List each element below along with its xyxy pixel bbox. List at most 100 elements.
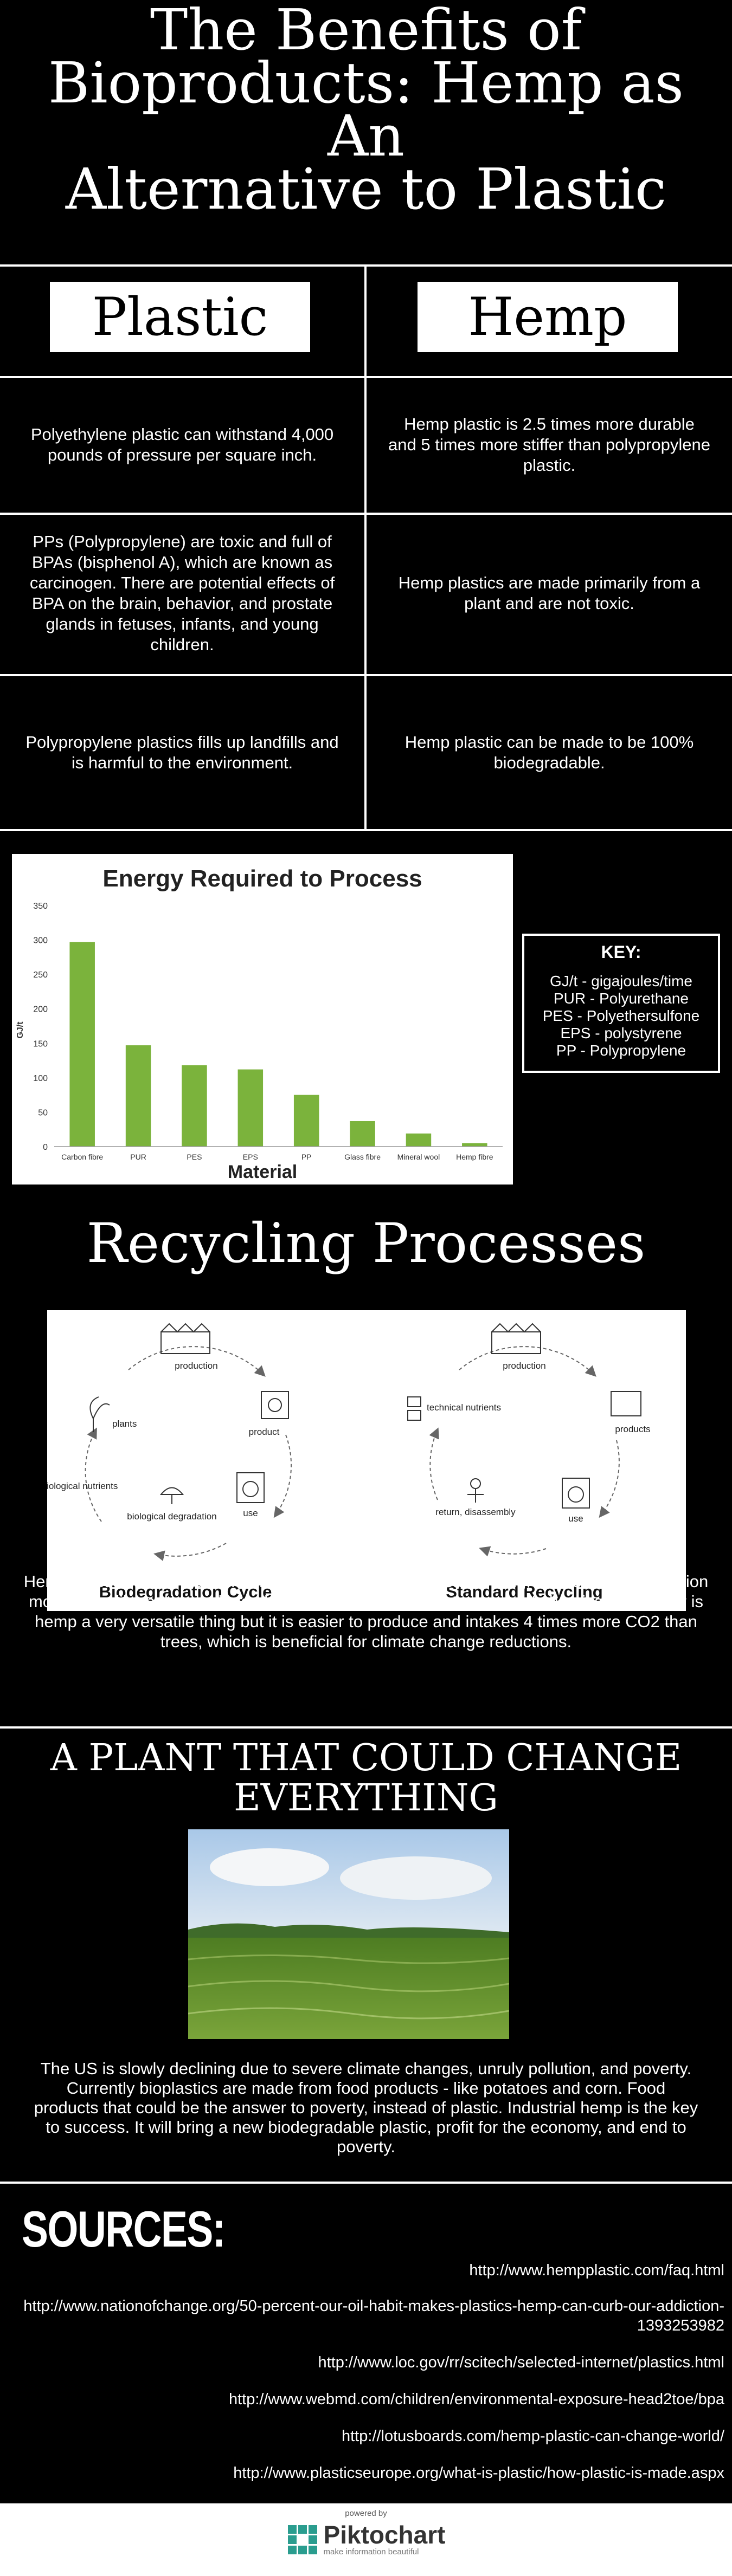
plant-title: A PLANT THAT COULD CHANGE EVERYTHING xyxy=(0,1738,732,1818)
piktochart-logo-icon xyxy=(287,2525,317,2554)
key-line: EPS - polystyrene xyxy=(560,1025,682,1041)
source-link[interactable]: http://lotusboards.com/hemp-plastic-can-… xyxy=(342,2428,724,2445)
x-tick-label: Glass fibre xyxy=(344,1153,381,1161)
page-title: The Benefits of Bioproducts: Hemp as An … xyxy=(0,0,732,260)
y-tick-label: 50 xyxy=(38,1108,48,1117)
footer-powered: powered by xyxy=(345,2509,387,2518)
key-heading: KEY: xyxy=(601,942,641,962)
chart-title: Energy Required to Process xyxy=(102,865,422,892)
bio-label: plants xyxy=(112,1419,137,1429)
y-tick-label: 100 xyxy=(33,1074,48,1083)
plant-text: The US is slowly declining due to severe… xyxy=(34,2059,698,2156)
std-label: use xyxy=(568,1513,583,1524)
source-link[interactable]: http://www.nationofchange.org/50-percent… xyxy=(23,2297,724,2334)
y-tick-label: 150 xyxy=(33,1039,48,1048)
recycling-diagram-svg: production product use biological degrad… xyxy=(42,1323,651,1601)
plastic-fact-2: PPs (Polypropylene) are toxic and full o… xyxy=(29,532,335,654)
factory-icon xyxy=(160,1323,210,1354)
title-line-1: The Benefits of xyxy=(150,0,582,63)
column-header-hemp: Hemp xyxy=(418,282,678,352)
y-tick-label: 0 xyxy=(43,1143,48,1152)
column-divider xyxy=(364,266,367,829)
hemp-field-svg xyxy=(188,1829,510,2039)
divider xyxy=(0,674,732,676)
source-link[interactable]: http://www.loc.gov/rr/scitech/selected-i… xyxy=(318,2354,724,2371)
plant-title-line-2: EVERYTHING xyxy=(234,1777,498,1820)
key-line: GJ/t - gigajoules/time xyxy=(550,973,692,989)
bar xyxy=(462,1143,487,1147)
plastic-fact-1: Polyethylene plastic can withstand 4,000… xyxy=(30,425,334,464)
recycling-text: Hemp plastic can be made in three differ… xyxy=(23,1572,709,1651)
y-tick-label: 250 xyxy=(33,970,48,980)
bio-cycle: production product use biological degrad… xyxy=(42,1323,292,1561)
x-tick-label: PP xyxy=(301,1153,312,1161)
title-line-4: Alternative to Plastic xyxy=(65,156,667,222)
x-tick-label: PUR xyxy=(130,1153,146,1161)
bar xyxy=(293,1095,319,1147)
plant-icon xyxy=(89,1396,110,1432)
chart-key: KEY: GJ/t - gigajoules/time PUR - Polyur… xyxy=(522,934,720,1073)
recycling-diagram: production product use biological degrad… xyxy=(42,1310,686,1611)
footer-brand-row: Piktochart make information beautiful xyxy=(0,2522,732,2556)
tv-icon xyxy=(611,1391,641,1416)
product-icon xyxy=(261,1391,289,1419)
bio-label: use xyxy=(243,1508,258,1518)
hemp-fact-1: Hemp plastic is 2.5 times more durable a… xyxy=(388,415,710,475)
divider xyxy=(0,2182,732,2184)
bar xyxy=(350,1121,375,1147)
x-tick-label: Mineral wool xyxy=(397,1153,440,1161)
std-cycle-caption: Standard Recycling xyxy=(446,1582,602,1601)
divider xyxy=(0,376,732,378)
y-tick-label: 200 xyxy=(33,1005,48,1014)
y-tick-label: 350 xyxy=(33,902,48,911)
source-link[interactable]: http://www.plasticseurope.org/what-is-pl… xyxy=(233,2464,724,2482)
bio-label: biological degradation xyxy=(127,1511,216,1522)
x-tick-label: Hemp fibre xyxy=(456,1153,493,1161)
hemp-field-photo xyxy=(188,1829,510,2039)
std-label: return, disassembly xyxy=(435,1507,516,1517)
hemp-fact-2: Hemp plastics are made primarily from a … xyxy=(398,573,701,613)
person-icon xyxy=(467,1478,484,1503)
factory-icon xyxy=(491,1323,541,1354)
title-line-2: Bioproducts: Hemp as xyxy=(48,50,684,116)
footer-brand: Piktochart xyxy=(323,2521,446,2549)
key-line: PUR - Polyurethane xyxy=(553,990,689,1007)
divider xyxy=(0,829,732,831)
footer-tagline: make information beautiful xyxy=(323,2547,419,2556)
bar xyxy=(182,1065,207,1147)
energy-chart-svg: Energy Required to Process GJ/t Material… xyxy=(16,865,503,1182)
bio-label: biological nutrients xyxy=(47,1481,118,1491)
x-tick-label: Carbon fibre xyxy=(61,1153,103,1161)
divider xyxy=(0,513,732,515)
plastic-fact-3: Polypropylene plastics fills up landfill… xyxy=(25,733,339,772)
x-tick-label: EPS xyxy=(243,1153,258,1161)
std-cycle: production products use return, disassem… xyxy=(407,1323,651,1557)
plant-title-line-1: A PLANT THAT COULD CHANGE xyxy=(50,1737,682,1779)
y-tick-label: 300 xyxy=(33,936,48,946)
bar xyxy=(125,1045,151,1147)
bar xyxy=(406,1133,432,1147)
sources-title: SOURCES: xyxy=(22,2200,226,2257)
bio-label: product xyxy=(249,1427,280,1437)
energy-chart: Energy Required to Process GJ/t Material… xyxy=(12,854,513,1185)
washing-machine-icon xyxy=(236,1472,265,1503)
key-line: PP - Polypropylene xyxy=(556,1042,686,1059)
chart-x-label: Material xyxy=(228,1162,298,1182)
bio-label: production xyxy=(175,1361,217,1371)
std-label: technical nutrients xyxy=(427,1402,501,1413)
bar xyxy=(237,1069,264,1147)
washing-machine-icon xyxy=(562,1478,590,1509)
column-header-plastic: Plastic xyxy=(50,282,310,352)
mushroom-icon xyxy=(159,1487,184,1504)
x-tick-label: PES xyxy=(187,1153,202,1161)
footer: powered by Piktochart make information b… xyxy=(0,2503,732,2576)
std-label: products xyxy=(615,1424,650,1434)
source-link[interactable]: http://www.webmd.com/children/environmen… xyxy=(229,2391,724,2408)
bio-cycle-caption: Biodegradation Cycle xyxy=(99,1582,272,1601)
title-line-3: An xyxy=(327,103,405,169)
recycling-title: Recycling Processes xyxy=(86,1212,646,1275)
bar xyxy=(69,942,95,1147)
source-link[interactable]: http://www.hempplastic.com/faq.html xyxy=(469,2262,724,2279)
std-label: production xyxy=(503,1361,545,1371)
divider xyxy=(0,1726,732,1729)
